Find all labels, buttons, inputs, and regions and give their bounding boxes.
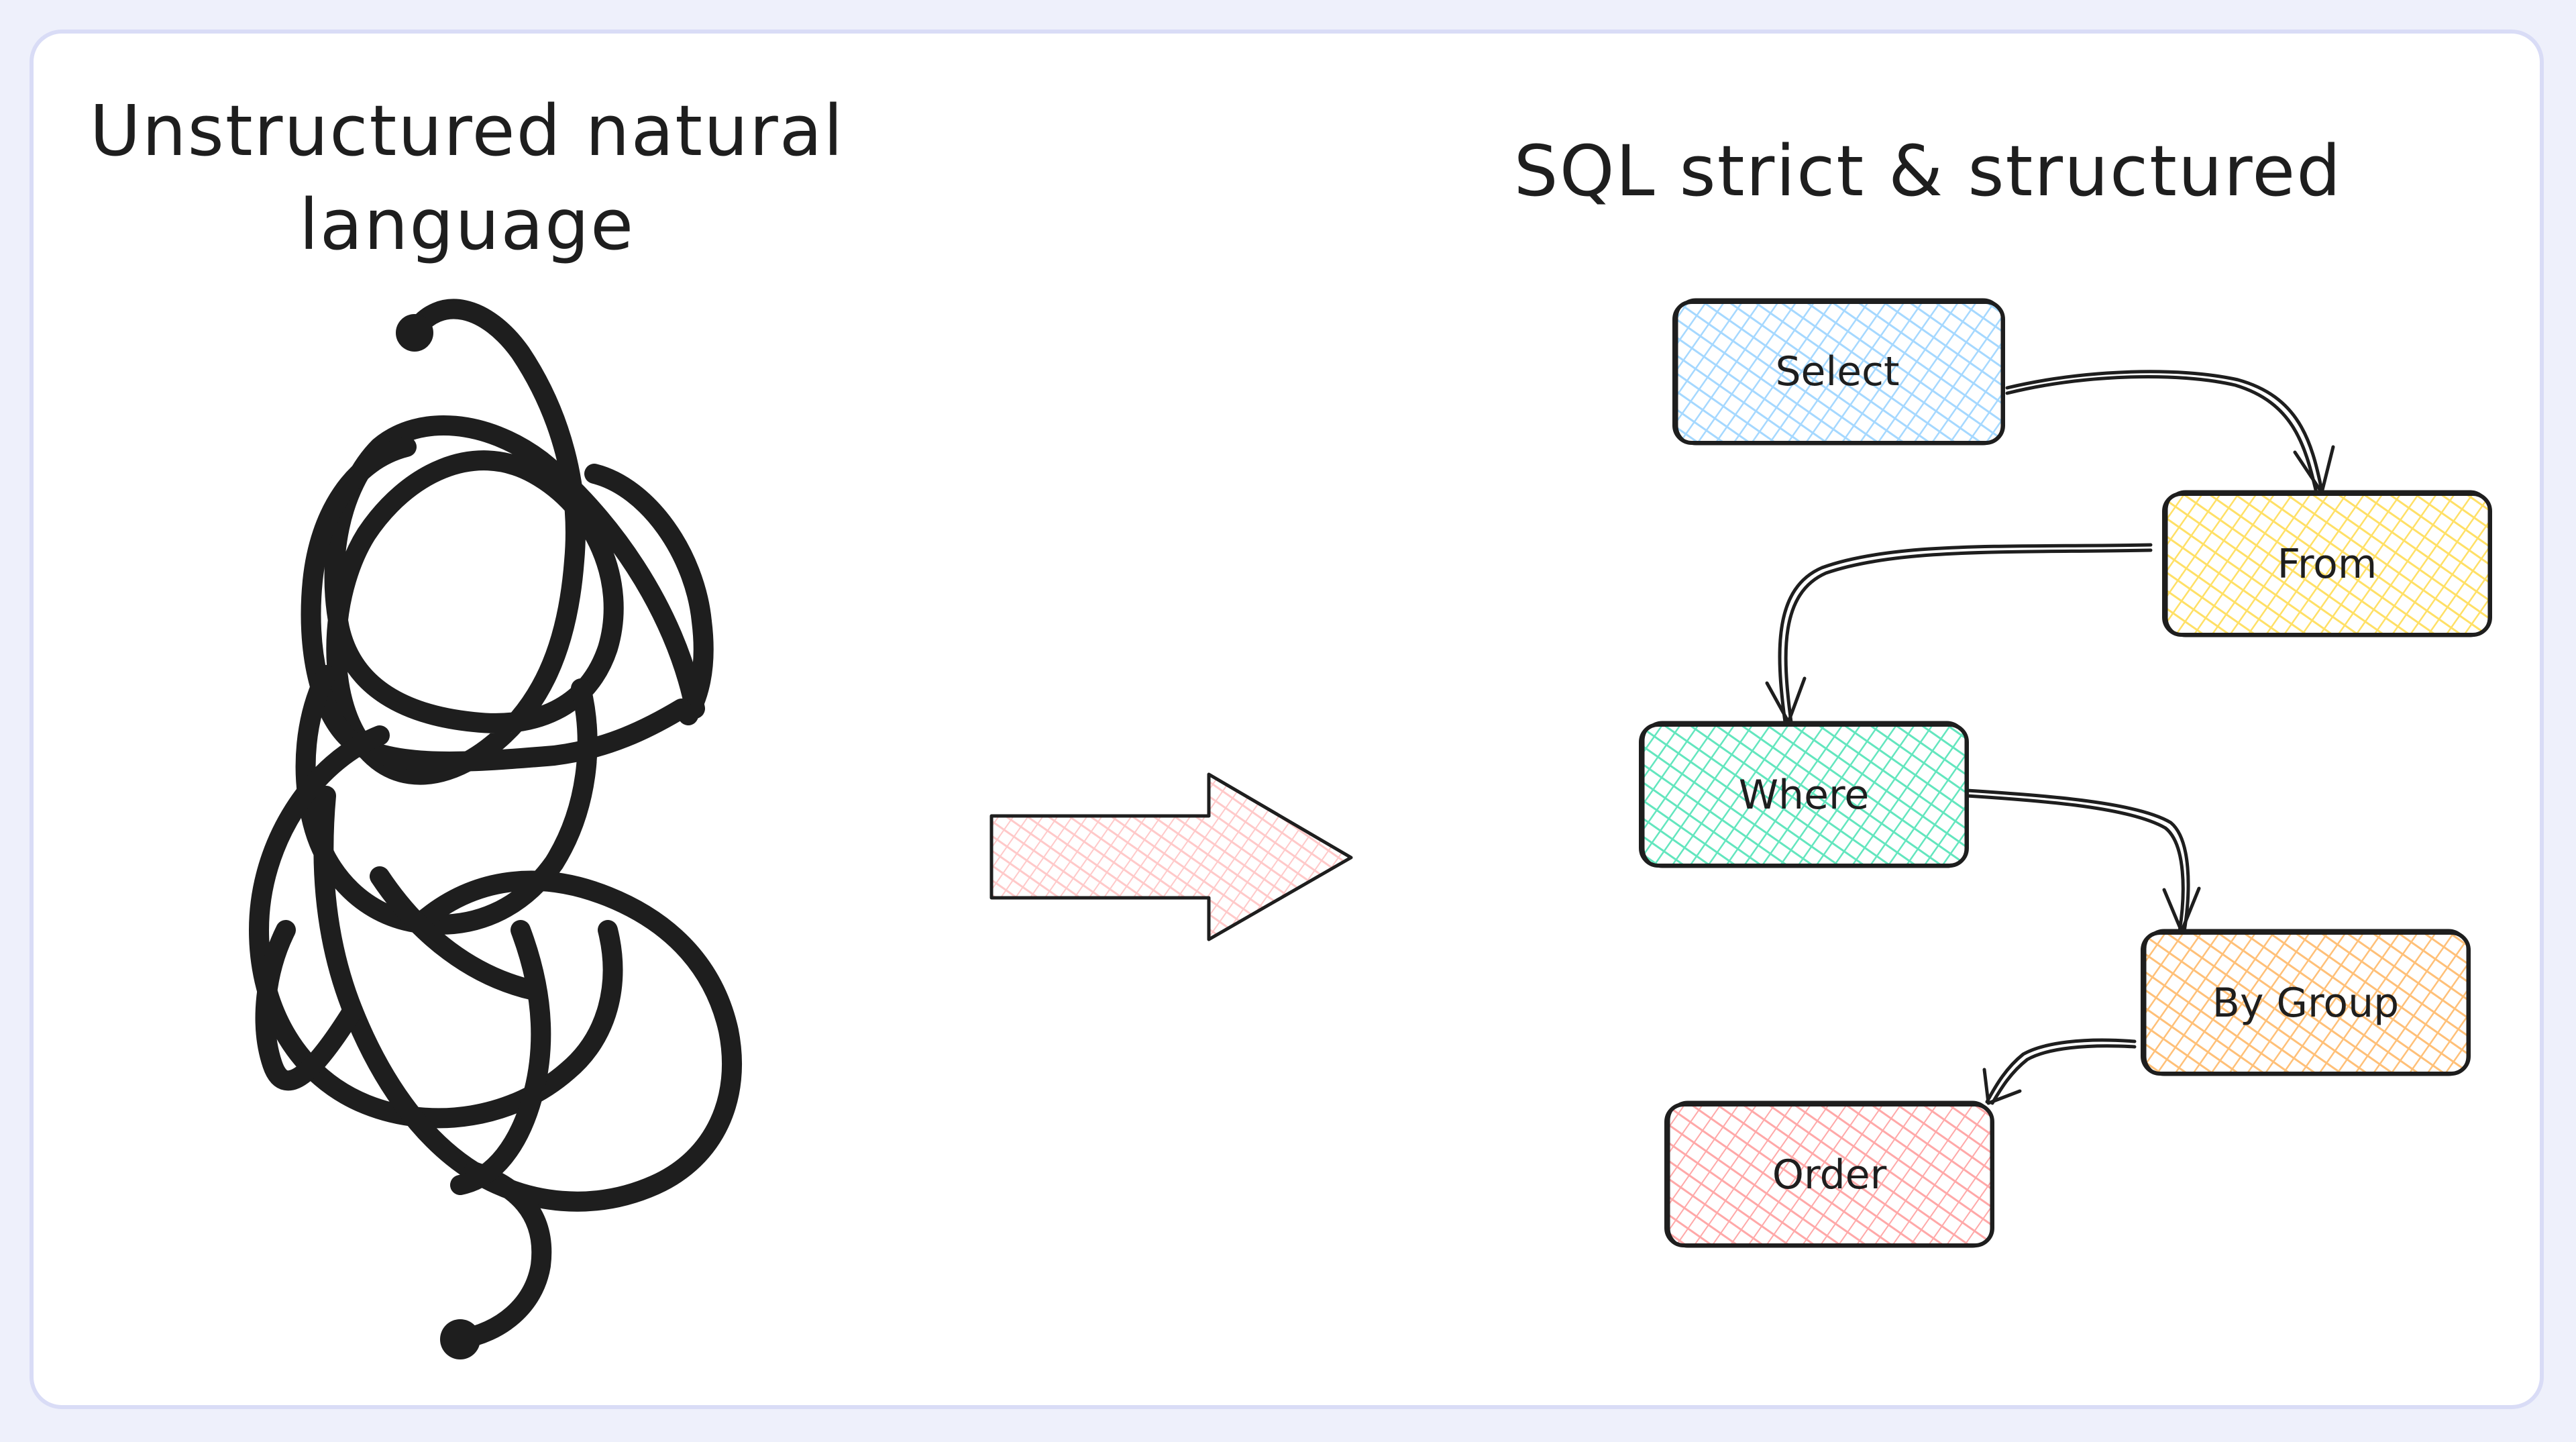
node-where[interactable]: Where bbox=[1639, 721, 1969, 868]
scribble-drawing bbox=[249, 299, 743, 1349]
transform-arrow bbox=[989, 772, 1353, 941]
node-order-label: Order bbox=[1772, 1151, 1887, 1198]
node-select[interactable]: Select bbox=[1672, 298, 2005, 446]
left-title-line1: Unstructured natural bbox=[90, 90, 845, 172]
node-from[interactable]: From bbox=[2162, 490, 2492, 637]
connector-bygroup-order bbox=[1985, 1038, 2137, 1104]
flow-connectors bbox=[1765, 370, 2335, 1105]
node-order[interactable]: Order bbox=[1664, 1100, 1994, 1248]
diagram-svg: Unstructured natural language SQL strict… bbox=[90, 90, 2492, 1359]
node-from-label: From bbox=[2277, 541, 2377, 588]
node-bygroup-label: By Group bbox=[2212, 980, 2399, 1027]
right-title: SQL strict & structured bbox=[1514, 130, 2343, 212]
node-select-label: Select bbox=[1775, 348, 1899, 395]
connector-from-where bbox=[1778, 543, 2153, 724]
connector-where-bygroup bbox=[1965, 788, 2190, 933]
connector-select-from bbox=[2005, 370, 2324, 493]
left-title-line2: language bbox=[299, 184, 635, 266]
node-where-label: Where bbox=[1739, 772, 1870, 819]
arrowhead-order bbox=[1982, 1068, 2022, 1105]
node-bygroup[interactable]: By Group bbox=[2141, 929, 2471, 1076]
diagram-canvas: Unstructured natural language SQL strict… bbox=[30, 30, 2544, 1409]
scribble-start-dot bbox=[396, 314, 433, 352]
scribble-end-dot bbox=[440, 1319, 480, 1359]
